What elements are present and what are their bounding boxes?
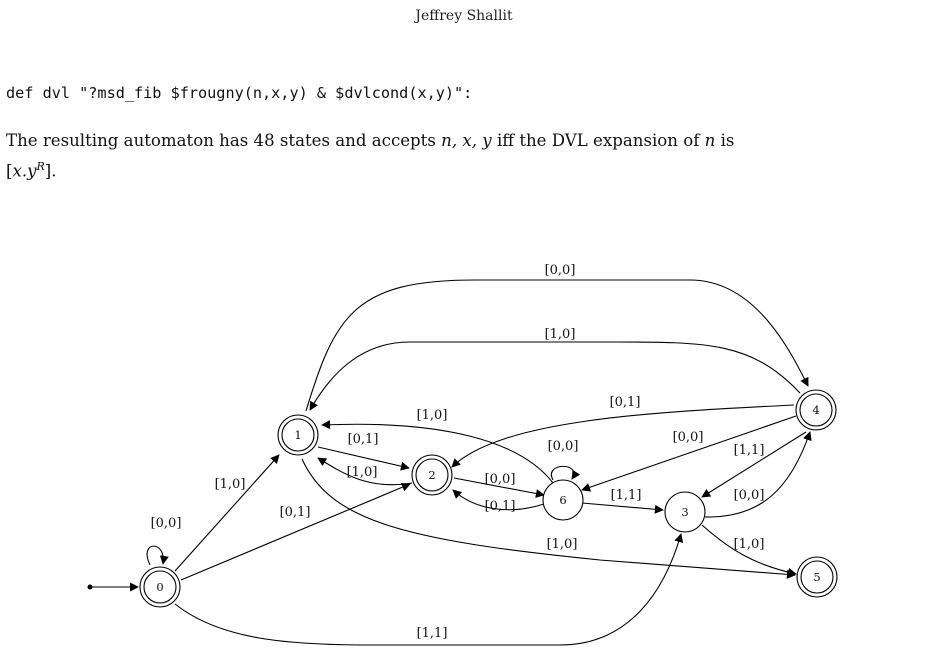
state-0-label: 0: [156, 580, 163, 594]
state-6-circle: [542, 479, 584, 521]
expansion-close: ].: [44, 161, 57, 181]
para-text-3: is: [715, 131, 735, 150]
transition-edge-6-2: [452, 489, 545, 511]
state-4-label: 4: [812, 403, 819, 417]
transition-label-1-5: [1,0]: [547, 537, 578, 552]
transition-edge-0-0: [146, 545, 169, 566]
state-2-accepting-ring: [415, 458, 449, 492]
transition-edge-6-1: [321, 420, 554, 484]
transition-label-2-6: [0,0]: [485, 472, 516, 487]
state-3-circle: [664, 491, 706, 533]
transition-label-6-2: [0,1]: [485, 499, 516, 514]
transition-edge-0-2: [180, 482, 411, 581]
para-text-2: iff the DVL expansion of: [491, 131, 705, 150]
state-4-circle: [795, 389, 837, 431]
transition-edge-4-1: [309, 341, 801, 411]
state-4-accepting-ring: [799, 393, 833, 427]
transition-label-0-2: [0,1]: [280, 505, 311, 520]
state-1-circle: [277, 414, 319, 456]
state-2-label: 2: [428, 468, 435, 482]
state-5-accepting-ring: [800, 560, 834, 594]
transition-label-3-5: [1,0]: [734, 537, 765, 552]
state-0-circle: [139, 566, 181, 608]
transition-edge-1-5: [301, 458, 796, 579]
transition-label-4-2: [0,1]: [610, 395, 641, 410]
para-text-1: The resulting automaton has 48 states an…: [6, 131, 442, 150]
state-1-accepting-ring: [281, 418, 315, 452]
state-1-label: 1: [294, 428, 301, 442]
transition-label-3-4: [0,0]: [734, 488, 765, 503]
transition-edge-2-1: [317, 457, 413, 486]
transition-edge-4-3: [701, 431, 807, 498]
state-5-circle: [796, 556, 838, 598]
transition-edge-6-6: [550, 465, 581, 481]
state-0-accepting-ring: [143, 570, 177, 604]
state-5-label: 5: [813, 570, 820, 584]
initial-dot: [87, 584, 93, 590]
transition-edge-1-2: [317, 446, 410, 471]
state-6-label: 6: [559, 493, 566, 507]
transition-label-4-6: [0,0]: [673, 430, 704, 445]
transition-edge-0-3: [174, 533, 684, 646]
math-vars: n, x, y: [441, 131, 492, 150]
transition-edge-3-4: [704, 431, 812, 518]
state-3-label: 3: [681, 505, 688, 519]
transition-label-4-3: [1,1]: [734, 443, 765, 458]
math-n: n: [704, 131, 716, 150]
expansion-open: [: [6, 161, 13, 181]
transition-edge-3-5: [701, 524, 797, 577]
body-paragraph: The resulting automaton has 48 states an…: [6, 128, 918, 185]
transition-label-6-6: [0,0]: [548, 439, 579, 454]
transition-edge-4-2: [451, 404, 795, 468]
transition-edge-4-6: [581, 415, 797, 492]
transition-edge-1-4: [305, 279, 809, 412]
running-header-author: Jeffrey Shallit: [415, 8, 513, 24]
transition-edge-0-1: [174, 454, 280, 572]
expansion-sup: R: [36, 160, 45, 173]
transition-label-0-1: [1,0]: [215, 477, 246, 492]
transition-label-2-1: [1,0]: [347, 465, 378, 480]
expansion-x: x.y: [12, 161, 37, 181]
state-2-circle: [411, 454, 453, 496]
transition-label-6-3: [1,1]: [611, 488, 642, 503]
transition-label-1-4: [0,0]: [545, 263, 576, 278]
transition-label-4-1: [1,0]: [545, 327, 576, 342]
transition-label-1-2: [0,1]: [348, 432, 379, 447]
transition-edge-2-6: [453, 477, 545, 498]
code-line: def dvl "?msd_fib $frougny(n,x,y) & $dvl…: [6, 84, 473, 102]
transition-edge-6-3: [581, 502, 664, 514]
transition-label-0-0: [0,0]: [151, 516, 182, 531]
transition-label-6-1: [1,0]: [417, 408, 448, 423]
transition-label-0-3: [1,1]: [417, 626, 448, 641]
